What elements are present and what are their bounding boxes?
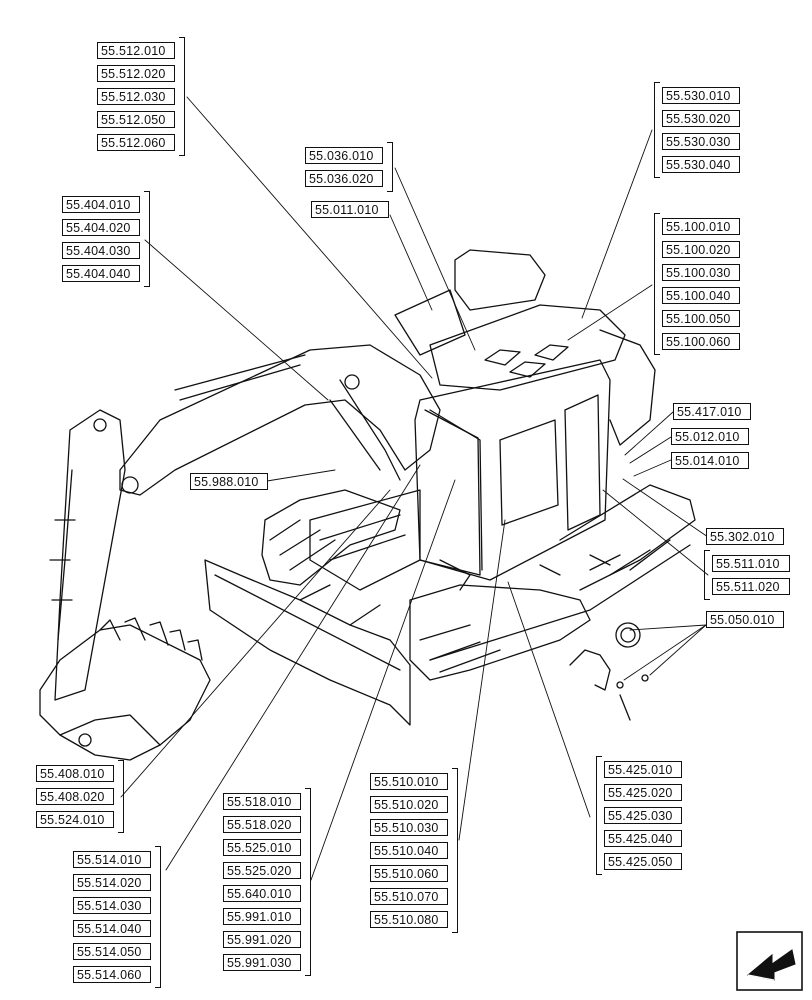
group-bracket <box>654 213 660 355</box>
part-number-label: 55.425.030 <box>604 807 682 824</box>
group-bracket <box>179 37 185 156</box>
part-number-label: 55.404.040 <box>62 265 140 282</box>
part-number-label: 55.302.010 <box>706 528 784 545</box>
part-number-label: 55.514.060 <box>73 966 151 983</box>
part-number-label: 55.408.010 <box>36 765 114 782</box>
part-number-label: 55.512.010 <box>97 42 175 59</box>
part-number-label: 55.524.010 <box>36 811 114 828</box>
part-number-label: 55.514.040 <box>73 920 151 937</box>
part-number-label: 55.991.020 <box>223 931 301 948</box>
navigate-arrow-icon[interactable] <box>736 931 803 991</box>
part-number-label: 55.036.010 <box>305 147 383 164</box>
part-number-label: 55.417.010 <box>673 403 751 420</box>
leader-lines <box>120 96 709 881</box>
part-number-label: 55.100.010 <box>662 218 740 235</box>
part-number-label: 55.530.040 <box>662 156 740 173</box>
part-number-label: 55.512.030 <box>97 88 175 105</box>
part-number-label: 55.014.010 <box>671 452 749 469</box>
part-number-label: 55.036.020 <box>305 170 383 187</box>
part-number-label: 55.991.030 <box>223 954 301 971</box>
group-bracket <box>704 550 710 600</box>
part-number-label: 55.518.020 <box>223 816 301 833</box>
part-number-label: 55.011.010 <box>311 201 389 218</box>
part-number-label: 55.404.020 <box>62 219 140 236</box>
part-number-label: 55.100.030 <box>662 264 740 281</box>
group-bracket <box>387 142 393 192</box>
group-bracket <box>118 760 124 833</box>
arm <box>49 409 126 701</box>
part-number-label: 55.512.060 <box>97 134 175 151</box>
part-number-label: 55.404.030 <box>62 242 140 259</box>
part-number-label: 55.100.020 <box>662 241 740 258</box>
tracks <box>261 484 696 681</box>
part-number-label: 55.425.040 <box>604 830 682 847</box>
cab <box>394 249 656 591</box>
part-number-label: 55.514.020 <box>73 874 151 891</box>
group-bracket <box>305 788 311 976</box>
part-number-label: 55.514.010 <box>73 851 151 868</box>
part-number-label: 55.425.010 <box>604 761 682 778</box>
part-number-label: 55.530.030 <box>662 133 740 150</box>
part-number-label: 55.512.050 <box>97 111 175 128</box>
part-number-label: 55.518.010 <box>223 793 301 810</box>
part-number-label: 55.425.050 <box>604 853 682 870</box>
boom <box>119 344 441 496</box>
part-number-label: 55.991.010 <box>223 908 301 925</box>
part-number-label: 55.510.060 <box>370 865 448 882</box>
part-number-label: 55.404.010 <box>62 196 140 213</box>
part-number-label: 55.512.020 <box>97 65 175 82</box>
part-number-label: 55.100.040 <box>662 287 740 304</box>
part-number-label: 55.510.030 <box>370 819 448 836</box>
part-number-label: 55.514.030 <box>73 897 151 914</box>
part-number-label: 55.514.050 <box>73 943 151 960</box>
part-number-label: 55.510.040 <box>370 842 448 859</box>
part-number-label: 55.510.020 <box>370 796 448 813</box>
part-number-label: 55.988.010 <box>190 473 268 490</box>
part-number-label: 55.525.020 <box>223 862 301 879</box>
group-bracket <box>452 768 458 933</box>
part-number-label: 55.511.010 <box>712 555 790 572</box>
part-number-label: 55.640.010 <box>223 885 301 902</box>
part-number-label: 55.511.020 <box>712 578 790 595</box>
group-bracket <box>155 846 161 988</box>
group-bracket <box>596 756 602 875</box>
group-bracket <box>144 191 150 287</box>
part-number-label: 55.100.060 <box>662 333 740 350</box>
dozer-blade <box>204 559 411 726</box>
part-number-label: 55.425.020 <box>604 784 682 801</box>
part-number-label: 55.012.010 <box>671 428 749 445</box>
loose-parts <box>569 622 649 721</box>
part-number-label: 55.510.070 <box>370 888 448 905</box>
bucket <box>39 617 211 761</box>
part-number-label: 55.408.020 <box>36 788 114 805</box>
part-number-label: 55.100.050 <box>662 310 740 327</box>
part-number-label: 55.530.010 <box>662 87 740 104</box>
part-number-label: 55.050.010 <box>706 611 784 628</box>
part-number-label: 55.525.010 <box>223 839 301 856</box>
part-number-label: 55.530.020 <box>662 110 740 127</box>
group-bracket <box>654 82 660 178</box>
part-number-label: 55.510.010 <box>370 773 448 790</box>
part-number-label: 55.510.080 <box>370 911 448 928</box>
